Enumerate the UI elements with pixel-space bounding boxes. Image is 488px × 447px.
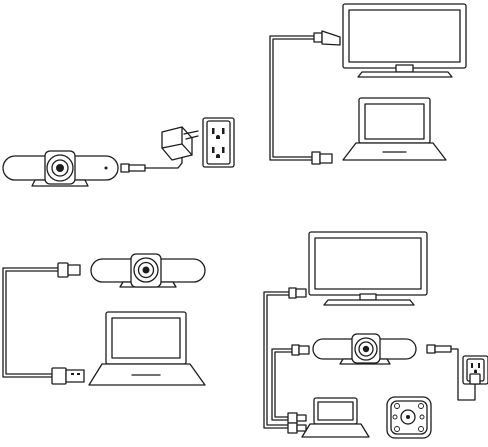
panel-power-setup	[3, 118, 234, 186]
monitor-icon	[343, 4, 466, 77]
power-adapter-icon	[162, 127, 198, 160]
camera-icon	[91, 254, 205, 287]
panel-display-setup	[270, 4, 466, 164]
remote-control-icon	[387, 397, 431, 438]
monitor-icon	[309, 232, 427, 305]
laptop-icon	[89, 312, 205, 385]
cable-bundle	[264, 288, 309, 433]
hdmi-plug-icon	[289, 288, 306, 298]
camera-icon	[313, 334, 416, 364]
hdmi-cable	[270, 31, 340, 164]
usb-plug-icon	[52, 368, 84, 384]
camera-icon	[3, 151, 118, 186]
usb-cable	[3, 263, 84, 384]
usb-plug-icon	[288, 413, 306, 433]
panel-usb-setup	[3, 254, 205, 385]
panel-full-setup	[264, 232, 488, 438]
laptop-icon	[343, 98, 446, 160]
outlet-icon	[203, 118, 234, 167]
laptop-icon	[302, 398, 369, 437]
